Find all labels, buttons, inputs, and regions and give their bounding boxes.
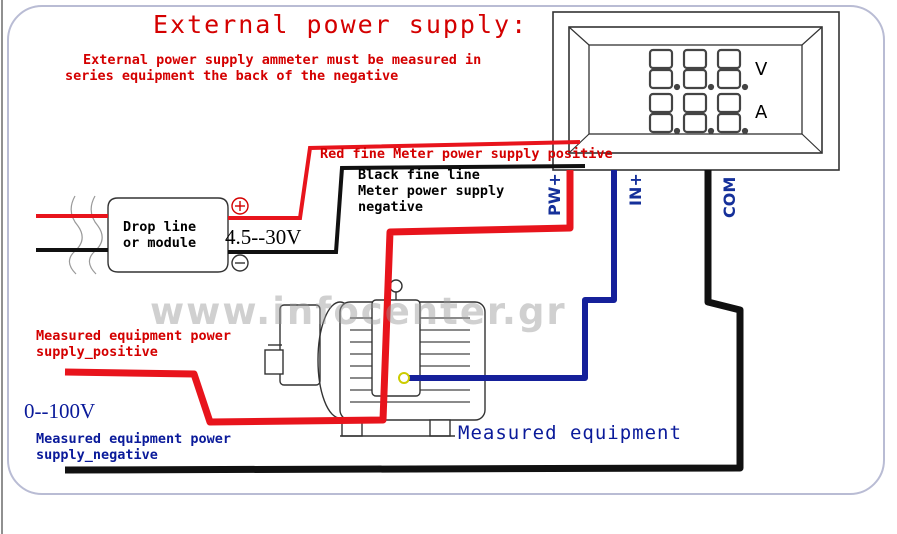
outer-frame — [7, 5, 885, 495]
black-line-label-1: Black fine line — [358, 167, 480, 183]
black-supply-wire — [228, 164, 586, 254]
red-supply-wire — [228, 140, 581, 220]
note-line-2: series equipment the back of the negativ… — [65, 68, 399, 84]
equip-positive-label-1: Measured equipment power — [36, 328, 232, 344]
equip-negative-label-2: supply_negative — [36, 447, 158, 463]
unit-amp: A — [755, 102, 768, 123]
terminal-in-label: IN+ — [626, 173, 645, 206]
black-line-label-3: negative — [358, 199, 424, 215]
terminal-pw-label: PW+ — [545, 173, 564, 216]
motor-drawing — [264, 279, 486, 437]
equip-positive-label-2: supply_positive — [36, 344, 158, 360]
module-input-wires — [36, 214, 108, 252]
minus-circle — [231, 254, 249, 272]
measured-equipment-label: Measured equipment — [458, 422, 682, 444]
motor-terminal — [398, 372, 410, 384]
black-com-wire — [64, 170, 744, 474]
drop-line-module-shape — [68, 195, 229, 275]
polarity-symbols — [231, 197, 249, 272]
meter-box — [552, 11, 840, 171]
measure-voltage-range: 0--100V — [24, 399, 96, 423]
drop-line-label-2: or module — [123, 235, 197, 251]
seven-segment-displays — [648, 48, 749, 135]
red-line-label: Red fine Meter power supply positive — [320, 146, 613, 162]
page-title: External power supply: — [153, 10, 529, 39]
supply-voltage-range: 4.5--30V — [225, 225, 302, 249]
drop-line-label-1: Drop line — [123, 219, 197, 235]
terminal-com-label: COM — [720, 176, 739, 218]
plus-circle — [231, 197, 249, 215]
black-line-label-2: Meter power supply — [358, 183, 505, 199]
watermark-text: www.infocenter.gr — [150, 290, 567, 333]
unit-volt: V — [755, 59, 768, 80]
red-pw-wire — [64, 170, 574, 426]
blue-in-wire — [404, 170, 617, 381]
equip-negative-label-1: Measured equipment power — [36, 431, 232, 447]
note-line-1: External power supply ammeter must be me… — [83, 52, 482, 68]
